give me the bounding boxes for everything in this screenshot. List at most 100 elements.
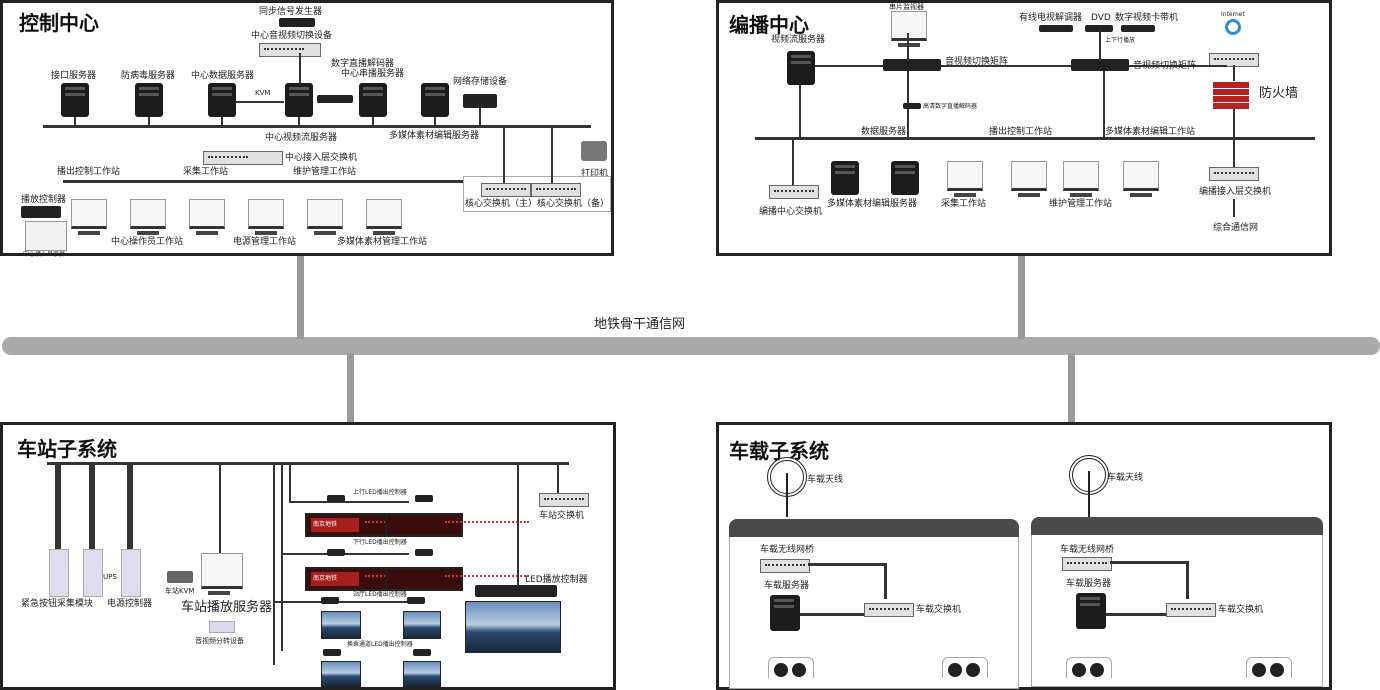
control-workstation-6 [366, 199, 402, 235]
core-switch-backup [531, 183, 581, 197]
edit-access-switch-label: 编播接入层交换机 [1199, 187, 1272, 197]
antenna-2-mast [1083, 471, 1095, 517]
car-2-switch-drop [1186, 561, 1189, 599]
car-1-switch-label: 车载交换机 [916, 605, 962, 615]
passage-led-label: 换乘通道LED播出控制器 [347, 641, 413, 648]
led-play-ctrl [475, 585, 557, 597]
backbone-network-bar [2, 337, 1380, 355]
car-1-wheel-2 [792, 663, 806, 677]
car-2-server-label: 车载服务器 [1066, 579, 1112, 589]
core-link-2 [551, 125, 553, 183]
stream-server-label: 中心视频流服务器 [265, 133, 338, 143]
bus-drop-nas [479, 108, 481, 126]
car-2-bogie-rear [1246, 657, 1292, 678]
up-led-label: 上行LED播出控制器 [353, 489, 407, 496]
emergency-module [49, 549, 69, 597]
stream-server [285, 83, 313, 117]
edit-switch-drop [792, 139, 794, 185]
core-switch-primary [481, 183, 531, 197]
av-matrix-2 [1071, 59, 1129, 71]
emergency-link [55, 463, 61, 549]
nas-device [463, 94, 497, 108]
comm-net-label: 综合通信网 [1213, 223, 1259, 233]
car-1-server-link [800, 613, 864, 616]
nas-label: 网络存储设备 [453, 77, 508, 87]
bus-drop-stream [298, 117, 300, 126]
control-backbone-link [297, 255, 304, 339]
backbone-label: 地铁骨干通信网 [594, 317, 686, 332]
power-ws-label: 电源管理工作站 [233, 237, 297, 247]
passage-screen-2 [403, 661, 441, 687]
car-2-bridge-label: 车载无线网桥 [1060, 545, 1115, 555]
comm-net-link [1233, 199, 1235, 217]
stream-drop [799, 85, 801, 137]
matrix-bus [815, 65, 1227, 67]
operator-ws-label: 中心操作员工作站 [111, 237, 184, 247]
car-1-server-label: 车载服务器 [764, 581, 810, 591]
play-server-link [219, 463, 221, 553]
ondemand-server [359, 83, 387, 117]
emergency-label: 紧急按钮采集模块 [21, 599, 94, 609]
control-workstation-4 [248, 199, 284, 235]
broadcast-ws-label: 播出控制工作站 [989, 127, 1053, 137]
vehicle-panel: 车载子系统 车载天线 车载无线网桥 车载服务器 车载交换机 车载天线 车载无线网… [716, 422, 1332, 690]
car-2-wheel-2 [1090, 663, 1104, 677]
car-1-body: 车载无线网桥 车载服务器 车载交换机 [729, 537, 1019, 689]
station-title: 车站子系统 [17, 437, 117, 461]
bus-drop-antivirus [148, 117, 150, 126]
tape-deck-label: 数字视频卡带机 [1115, 13, 1179, 23]
firewall-label: 防火墙 [1259, 86, 1299, 101]
car-1-bridge-link [808, 563, 886, 566]
media-edit-server-label: 多媒体素材编辑服务器 [389, 131, 480, 141]
car-2-roof [1031, 517, 1323, 535]
car-2-wheel-3 [1252, 663, 1266, 677]
tape-deck-device [1121, 25, 1155, 32]
car-1-bogie-rear [942, 657, 988, 678]
dvd-label: DVD [1091, 13, 1111, 23]
edit-workstation-4 [1123, 161, 1159, 197]
station-switch-label: 车站交换机 [539, 511, 585, 521]
decoder-device [317, 95, 353, 103]
antenna-1-label: 车载天线 [807, 475, 844, 485]
car-2-bogie-front [1066, 657, 1112, 678]
control-workstation-1 [71, 199, 107, 235]
ondemand-server-label: 中心串播服务器 [341, 69, 405, 79]
power-ctrl-device [121, 549, 141, 597]
led-trunk-1 [273, 463, 275, 665]
car-1-switch [864, 603, 914, 617]
core-switch-box [463, 176, 611, 212]
broadcast-ws-label: 播出控制工作站 [57, 167, 121, 177]
antivirus-server-label: 防病毒服务器 [121, 71, 176, 81]
printer-label: 打印机 [581, 169, 609, 179]
passage-led-ctrl-1 [323, 649, 341, 656]
av-switch-device [259, 43, 321, 57]
up-led-branch [289, 501, 409, 503]
car-2-server-link [1106, 613, 1166, 616]
edit-workstation-3 [1063, 161, 1099, 197]
decoder-label: 数字直播解码器 [331, 59, 395, 69]
av-matrix-1 [883, 59, 941, 71]
station-bus [47, 462, 569, 465]
data-server-label: 数据服务器 [861, 127, 907, 137]
power-ctrl-label: 电源控制器 [107, 599, 153, 609]
internet-label: Internet [1221, 11, 1245, 18]
stream-server-label: 视频流服务器 [771, 35, 826, 45]
edit-main-bus [755, 137, 1315, 140]
bus-drop-media [434, 117, 436, 126]
media-ws-label: 多媒体素材管理工作站 [337, 237, 428, 247]
firewall-icon [1213, 81, 1249, 109]
edit-workstation-1 [947, 161, 983, 197]
led-play-screen [465, 601, 561, 653]
capture-ws-label: 采集工作站 [183, 167, 229, 177]
dvd-link [1099, 31, 1101, 61]
antenna-1-mast [781, 473, 793, 517]
av-switch-label: 中心音视频切换设备 [251, 31, 333, 41]
car-1-bridge-label: 车载无线网桥 [760, 545, 815, 555]
hd-decoder-device [903, 103, 921, 109]
car-1-bogie-front [768, 657, 814, 678]
printer-icon [581, 141, 607, 161]
internet-icon [1225, 19, 1241, 35]
av-split-device [209, 621, 235, 633]
station-play-server [201, 553, 243, 595]
hall-led-ctrl-2 [407, 597, 425, 604]
